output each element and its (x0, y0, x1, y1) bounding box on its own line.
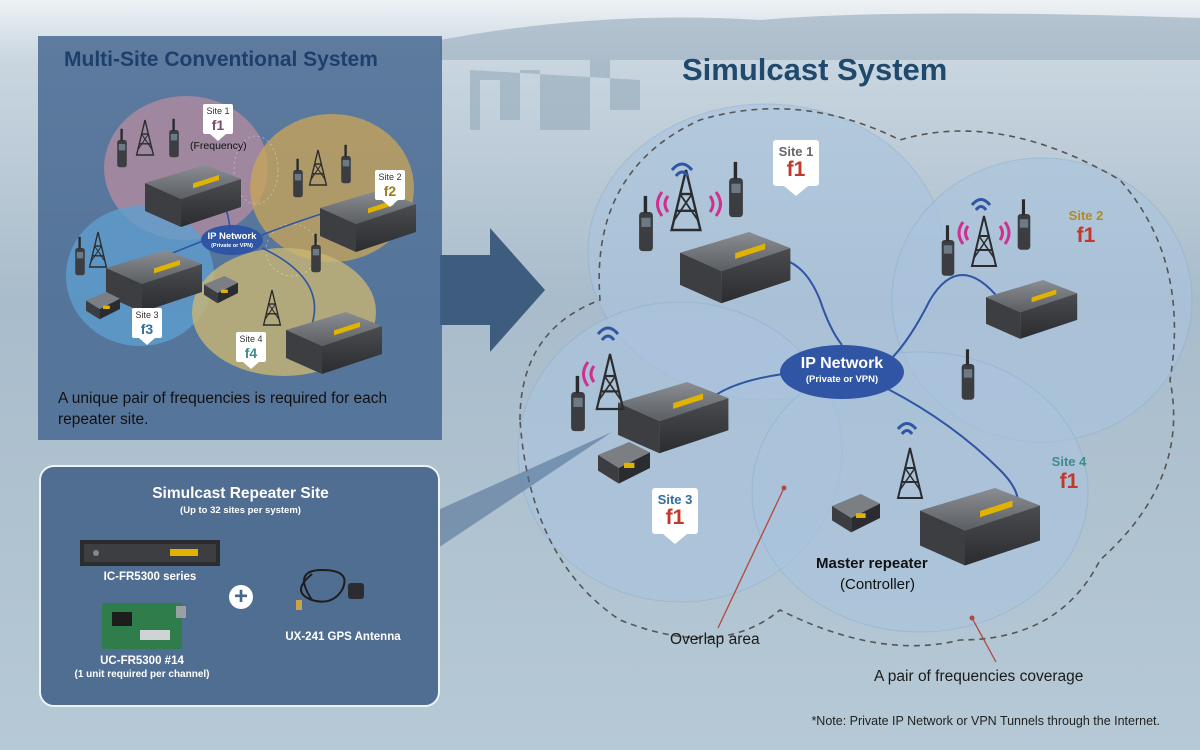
multi-site-1-name: Site 1 (206, 106, 230, 116)
overlap-area-label: Overlap area (670, 631, 760, 648)
coverage-callout-dot (969, 615, 975, 621)
simulcast-site-3-tag (652, 488, 698, 544)
simulcast-site-4-freq: f1 (1059, 470, 1079, 493)
multi-ip-network-sub: (Private or VPN) (211, 243, 253, 249)
simulcast-title: Simulcast System (682, 52, 948, 87)
multi-site-4-name: Site 4 (239, 334, 263, 344)
gps-antenna-label: UX-241 GPS Antenna (285, 631, 401, 643)
simulcast-ip-network-sub: (Private or VPN) (805, 374, 879, 385)
overlap-callout-line (717, 487, 785, 629)
plus-sign: + (233, 583, 248, 610)
simulcast-site-4-name: Site 4 (1051, 454, 1087, 469)
radio-waves (582, 191, 1011, 387)
multi-site-3-tag (132, 308, 162, 345)
master-repeater-sub: (Controller) (840, 576, 916, 593)
repeater-panel-title: Simulcast Repeater Site (152, 485, 329, 502)
multi-site-1-tag (203, 104, 233, 141)
coverage-callout-line (971, 617, 997, 663)
simulcast-site-2-freq: f1 (1076, 224, 1096, 247)
overlap-callout-dot (781, 485, 787, 491)
multi-site-1-note: (Frequency) (190, 140, 247, 152)
multi-site-1-freq: f1 (211, 117, 225, 133)
multi-ip-network (201, 225, 263, 255)
multi-site-2-tag (375, 170, 405, 207)
multi-site-title: Multi-Site Conventional System (64, 48, 378, 71)
repeater-label: IC-FR5300 series (103, 571, 197, 583)
coverage-boundary (519, 108, 1176, 647)
multi-ip-network-label: IP Network (207, 231, 257, 242)
multi-site-description: A unique pair of frequencies is required… (58, 390, 388, 428)
simulcast-ip-network (780, 345, 904, 399)
radio-waves-blue (596, 162, 992, 435)
city-skyline (470, 60, 640, 130)
multi-site-3-freq: f3 (140, 321, 154, 337)
simulcast-ip-network-label: IP Network (800, 355, 884, 372)
simulcast-site-1-tag (773, 140, 819, 196)
repeater-panel-subtitle: (Up to 32 sites per system) (180, 505, 301, 516)
multi-site-4-tag (236, 332, 266, 369)
master-repeater-label: Master repeater (816, 555, 928, 572)
simulcast-site-2-name: Site 2 (1068, 208, 1104, 223)
board-sub: (1 unit required per channel) (74, 669, 210, 680)
multi-site-2-freq: f2 (383, 183, 397, 199)
mountain-range (440, 13, 1200, 61)
plus-icon (229, 585, 253, 609)
multi-overlap-1 (233, 135, 279, 205)
multi-site-2-name: Site 2 (378, 172, 402, 182)
footnote: *Note: Private IP Network or VPN Tunnels… (811, 714, 1160, 728)
ic-fr5300-repeater (80, 540, 220, 566)
simulcast-site-1-freq: f1 (786, 158, 806, 181)
gps-antenna (296, 568, 364, 610)
multi-site-3-name: Site 3 (135, 310, 159, 320)
simulcast-site-3-freq: f1 (665, 506, 685, 529)
flow-arrow (440, 228, 545, 352)
multi-site-4-freq: f4 (244, 345, 258, 361)
board-label: UC-FR5300 #14 (100, 655, 184, 667)
coverage-label: A pair of frequencies coverage (874, 668, 1084, 685)
repeater-site-callout (438, 432, 612, 548)
simulcast-site-3-name: Site 3 (657, 492, 693, 507)
uc-fr5300-board (102, 603, 186, 649)
simulcast-site-1-name: Site 1 (778, 144, 814, 159)
